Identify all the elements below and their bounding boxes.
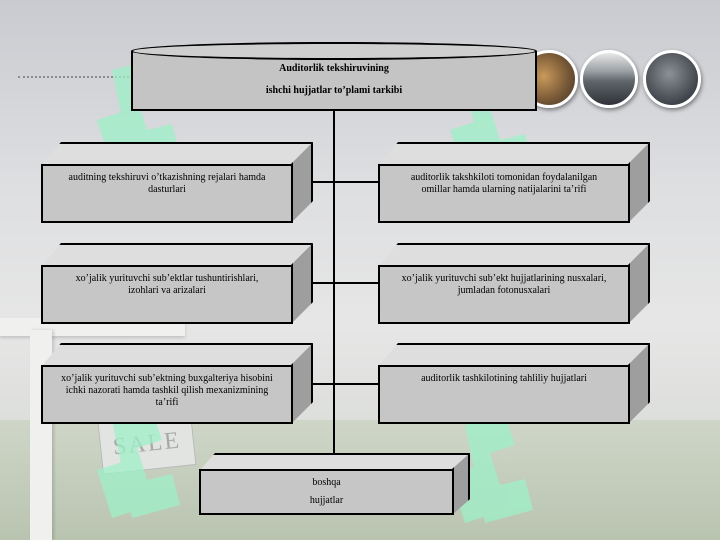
box-left-2: xo’jalik yurituvchi sub’ektlar tushuntir… <box>41 243 313 324</box>
box-right-1-line-1: auditorlik takshkiloti tomonidan foydala… <box>410 172 598 183</box>
branch-line-left-1 <box>312 181 335 183</box>
box-right-3-text: auditorlik tashkilotining tahliliy hujja… <box>378 365 630 424</box>
box-right-2-line-2: jumladan fotonusxalari <box>457 285 551 296</box>
photo-thumbnail-icon <box>643 50 701 108</box>
box-left-1-line-2: dasturlari <box>148 184 186 195</box>
box-right-2-text: xo’jalik yurituvchi sub’ekt hujjatlarini… <box>378 265 630 324</box>
box-right-1-text: auditorlik takshkiloti tomonidan foydala… <box>378 164 630 223</box>
box-left-3-line-2: ichki nazorati hamda tashkil qilish mexa… <box>65 385 269 396</box>
branch-line-left-2 <box>312 282 335 284</box>
box-right-3-line-1: auditorlik tashkilotining tahliliy hujja… <box>421 373 587 384</box>
photo-thumbnail-icon <box>580 50 638 108</box>
branch-line-right-1 <box>333 181 380 183</box>
box-left-1-text: auditning tekshiruvi o’tkazishning rejal… <box>41 164 293 223</box>
box-bottom-line-1: boshqa <box>312 477 341 488</box>
box-bottom-line-2: hujjatlar <box>309 495 344 506</box>
branch-line-right-3 <box>333 383 380 385</box>
box-left-3-text: xo’jalik yurituvchi sub’ektning buxgalte… <box>41 365 293 424</box>
title-line-1: Auditorlik tekshiruvining <box>279 63 389 74</box>
box-left-2-line-1: xo’jalik yurituvchi sub’ektlar tushuntir… <box>75 273 259 284</box>
box-bottom-text: boshqa hujjatlar <box>199 469 454 515</box>
title-cylinder-top <box>131 42 537 60</box>
box-left-3-line-3: ta’rifi <box>155 397 179 408</box>
box-left-3-line-1: xo’jalik yurituvchi sub’ektning buxgalte… <box>61 373 273 384</box>
box-left-3: xo’jalik yurituvchi sub’ektning buxgalte… <box>41 343 313 424</box>
branch-line-right-2 <box>333 282 380 284</box>
box-left-1-line-1: auditning tekshiruvi o’tkazishning rejal… <box>68 172 266 183</box>
title-line-2: ishchi hujjatlar to’plami tarkibi <box>265 85 403 96</box>
box-right-3: auditorlik tashkilotining tahliliy hujja… <box>378 343 650 424</box>
box-left-2-line-2: izohlari va arizalari <box>128 285 206 296</box>
title-cylinder: Auditorlik tekshiruvining ishchi hujjatl… <box>131 51 537 111</box>
box-left-1: auditning tekshiruvi o’tkazishning rejal… <box>41 142 313 223</box>
box-right-1-line-2: omillar hamda ularning natijalarini ta’r… <box>421 184 587 195</box>
box-bottom: boshqa hujjatlar <box>199 453 470 515</box>
box-right-2-line-1: xo’jalik yurituvchi sub’ekt hujjatlarini… <box>401 273 607 284</box>
box-right-2: xo’jalik yurituvchi sub’ekt hujjatlarini… <box>378 243 650 324</box>
header-dotted-line <box>18 76 133 78</box>
branch-line-left-3 <box>312 383 335 385</box>
box-right-1: auditorlik takshkiloti tomonidan foydala… <box>378 142 650 223</box>
box-left-2-text: xo’jalik yurituvchi sub’ektlar tushuntir… <box>41 265 293 324</box>
